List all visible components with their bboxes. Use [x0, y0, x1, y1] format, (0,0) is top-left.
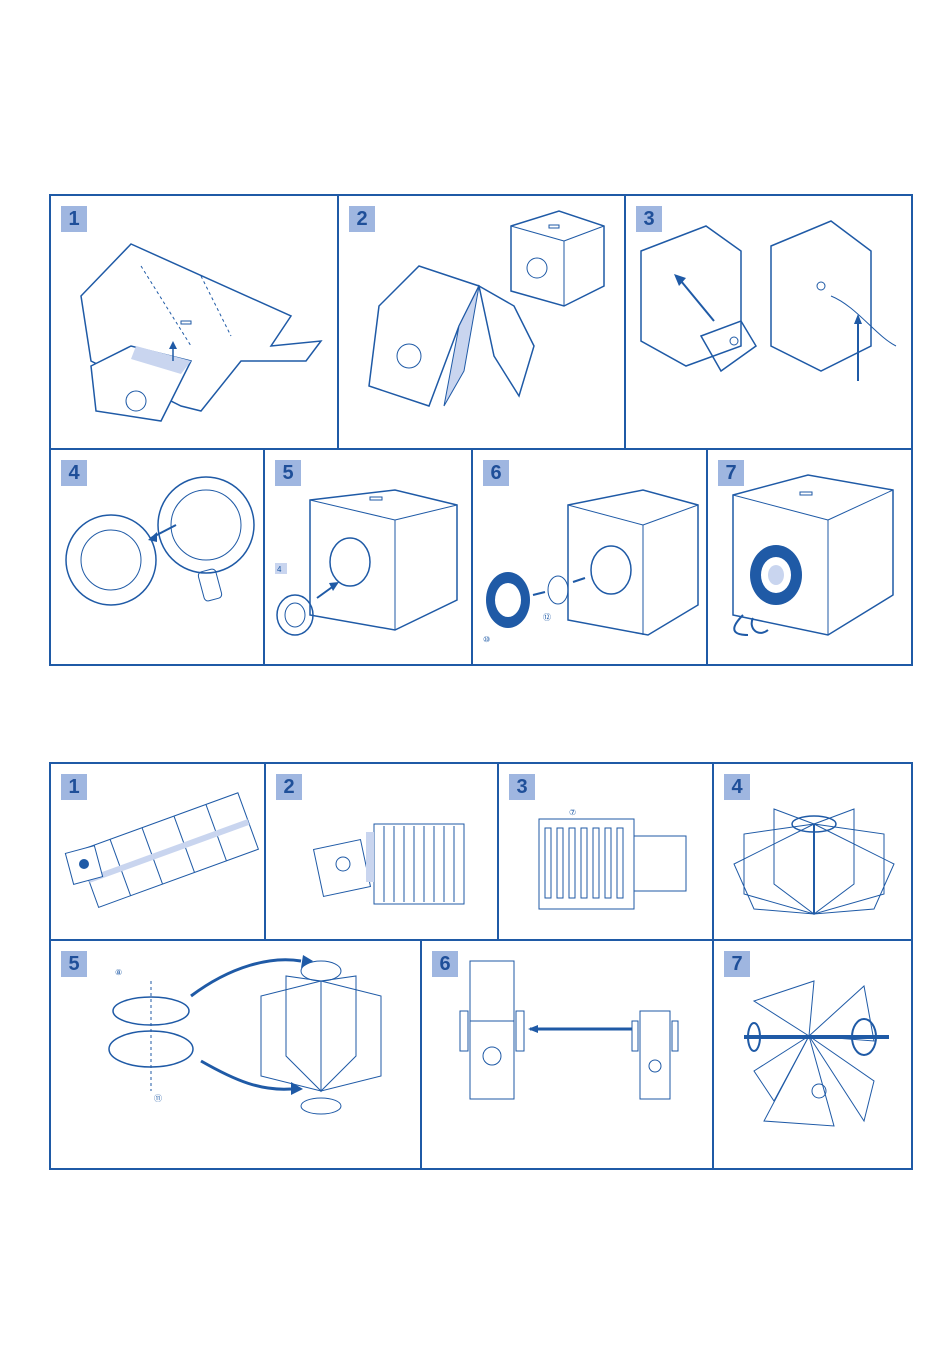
top-step-7-panel: 7 [708, 450, 913, 666]
card-insertion-illustration [266, 764, 499, 941]
bottom-step-4-panel: 4 [714, 764, 913, 941]
led-mounting-illustration [626, 196, 913, 450]
top-step-4-panel: 4 [51, 450, 265, 666]
picture-wheel-illustration [714, 764, 913, 941]
part-label: ⑦ [569, 808, 576, 817]
top-step-3-panel: 3 [626, 196, 913, 450]
bottom-step-3-panel: 3 ⑦ [499, 764, 714, 941]
part-label: ⑧ [115, 968, 122, 977]
top-instruction-sheet: 1 2 3 [49, 194, 913, 666]
top-step-5-panel: 5 4 [265, 450, 473, 666]
assembled-projector-box-illustration [708, 450, 913, 666]
picture-card-strips-illustration [51, 764, 266, 941]
bottom-step-1-panel: 1 [51, 764, 266, 941]
part-label: ⑪ [154, 1094, 162, 1103]
top-step-2-panel: 2 [339, 196, 626, 450]
wheel-axle-insertion-illustration [422, 941, 714, 1170]
bottom-step-7-panel: 7 [714, 941, 913, 1170]
lens-rings-illustration [51, 450, 265, 666]
bottom-step-5-panel: 5 ⑧ ⑪ [51, 941, 422, 1170]
lens-mounting-illustration: ⑩ ⑫ [473, 450, 708, 666]
flat-box-template-illustration [51, 196, 339, 450]
top-step-6-panel: 6 ⑩ ⑫ [473, 450, 708, 666]
wheel-hub-assembly-illustration: ⑧ ⑪ [51, 941, 422, 1170]
front-ring-attach-illustration: 4 [265, 450, 473, 666]
inset-step-label: 4 [277, 565, 282, 574]
bottom-instruction-sheet: 1 2 3 [49, 762, 913, 1170]
part-label: ⑩ [483, 635, 490, 644]
finished-wheel-illustration [714, 941, 913, 1170]
box-folding-illustration [339, 196, 626, 450]
bottom-step-6-panel: 6 [422, 941, 714, 1170]
card-folder-illustration: ⑦ [499, 764, 714, 941]
bottom-step-2-panel: 2 [266, 764, 499, 941]
top-step-1-panel: 1 [51, 196, 339, 450]
part-label: ⑫ [543, 613, 551, 622]
